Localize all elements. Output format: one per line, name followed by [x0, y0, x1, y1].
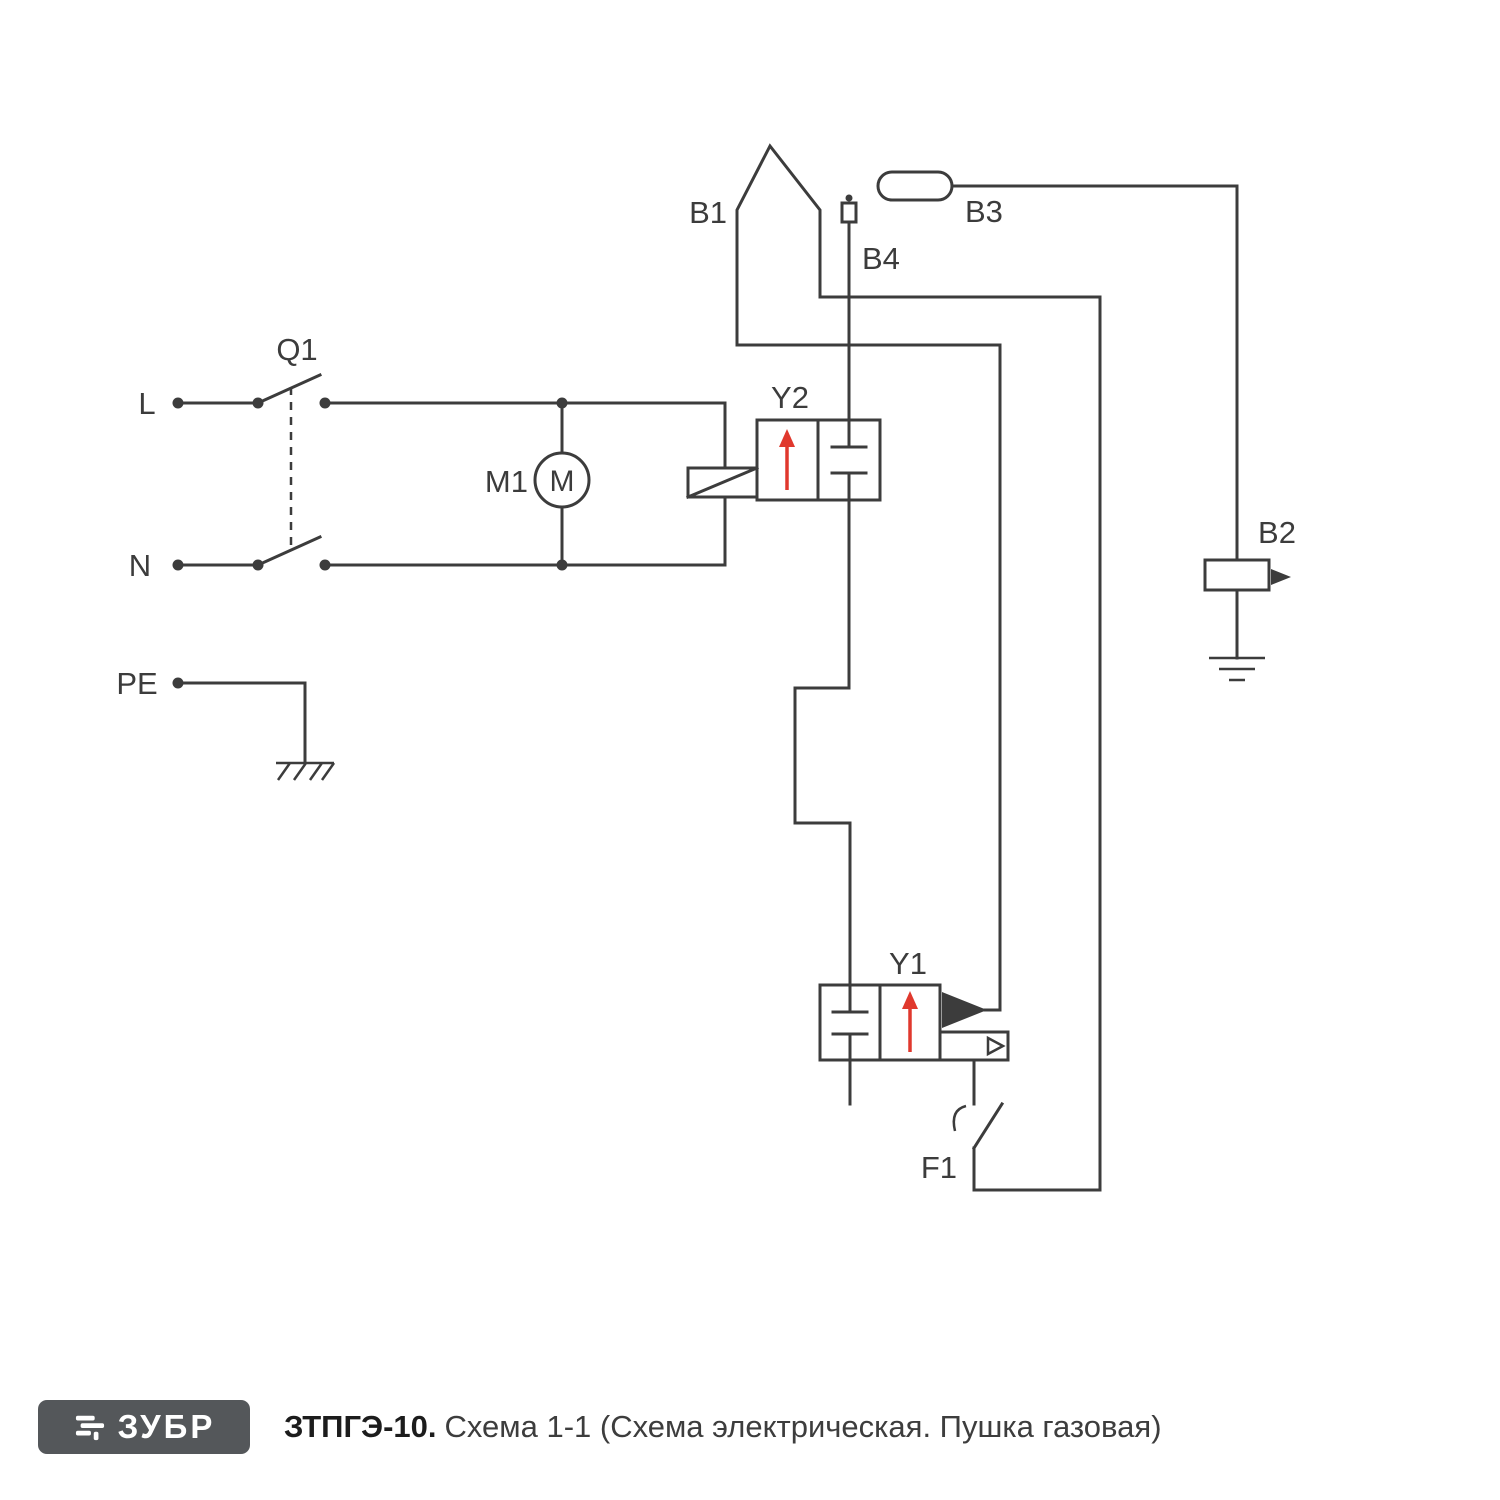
- label-B4: B4: [862, 241, 900, 276]
- label-Y1: Y1: [889, 946, 927, 981]
- thermal-switch-f1: [952, 1058, 1005, 1151]
- zubr-logo: ЗУБР: [38, 1400, 250, 1454]
- label-L: L: [138, 386, 155, 421]
- label-F1: F1: [921, 1150, 957, 1185]
- ground-pe: [172, 677, 336, 781]
- label-Q1: Q1: [276, 332, 317, 367]
- switch-q1: [172, 373, 727, 571]
- label-B1: B1: [689, 195, 727, 230]
- caption-text: Схема 1-1 (Схема электрическая. Пушка га…: [444, 1409, 1162, 1444]
- valve-y2: [686, 401, 882, 567]
- label-Y2: Y2: [771, 380, 809, 415]
- label-M1: М1: [485, 464, 528, 499]
- electrode-b4: [840, 194, 858, 422]
- label-N: N: [129, 548, 151, 583]
- wiring-loops: [735, 295, 1102, 1192]
- label-PE: PE: [116, 666, 157, 701]
- zubr-bison-icon: [75, 1415, 104, 1441]
- schematic-caption: ЗТПГЭ-10.Схема 1-1 (Схема электрическая.…: [284, 1409, 1162, 1445]
- motor-letter: М: [550, 465, 575, 498]
- valve-y1: [818, 983, 1010, 1106]
- sensor-b3: [876, 170, 1239, 562]
- footer-bar: ЗУБР ЗТПГЭ-10.Схема 1-1 (Схема электриче…: [38, 1400, 1162, 1454]
- brand-name: ЗУБР: [117, 1408, 216, 1445]
- model-name: ЗТПГЭ-10.: [284, 1409, 437, 1444]
- sensor-b2: [1203, 558, 1291, 682]
- burner-b1: [735, 143, 822, 347]
- label-B2: B2: [1258, 515, 1296, 550]
- motor-m1: [533, 397, 591, 571]
- label-B3: B3: [965, 194, 1003, 229]
